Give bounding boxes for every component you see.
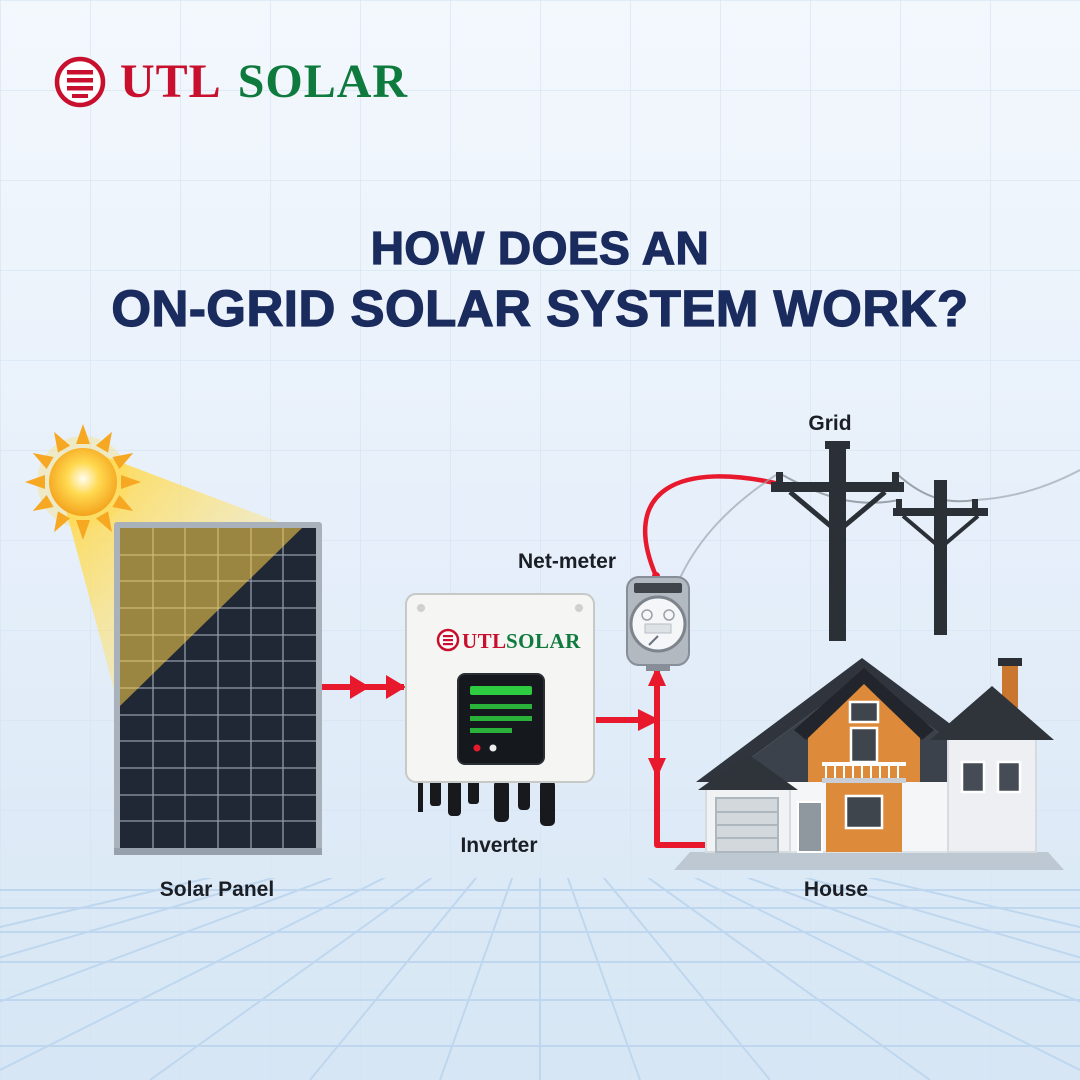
perspective-floor-grid bbox=[0, 878, 1080, 1080]
inverter-connectors bbox=[418, 780, 555, 826]
sun-icon bbox=[25, 424, 141, 540]
page-title: HOW DOES AN ON-GRID SOLAR SYSTEM WORK? bbox=[0, 220, 1080, 340]
grid-poles-illustration bbox=[679, 441, 1080, 641]
brand-logo: UTL SOLAR bbox=[52, 54, 408, 110]
inverter-brand-solar: SOLAR bbox=[506, 629, 581, 653]
flow-lines bbox=[596, 660, 712, 848]
title-line2: ON-GRID SOLAR SYSTEM WORK? bbox=[111, 279, 969, 338]
label-inverter: Inverter bbox=[460, 834, 537, 857]
wire-meter-to-grid bbox=[643, 474, 791, 579]
solar-panel-illustration bbox=[114, 522, 322, 855]
label-house: House bbox=[804, 878, 868, 901]
house-illustration bbox=[674, 658, 1064, 870]
utl-logo-icon bbox=[54, 56, 106, 108]
inverter-illustration: UTL SOLAR bbox=[405, 593, 595, 826]
inverter-brand-utl: UTL bbox=[462, 629, 507, 653]
inverter-logo-icon bbox=[436, 628, 460, 652]
brand-solar-text: SOLAR bbox=[237, 55, 409, 108]
net-meter-illustration bbox=[626, 572, 690, 671]
label-grid: Grid bbox=[808, 412, 851, 435]
label-net-meter: Net-meter bbox=[518, 550, 616, 573]
flow-arrow-up bbox=[648, 666, 666, 686]
brand-utl-text: UTL bbox=[120, 55, 222, 108]
flow-panel-to-inverter bbox=[322, 675, 406, 699]
title-line1: HOW DOES AN bbox=[370, 221, 710, 274]
flow-arrow-down bbox=[648, 758, 666, 778]
label-solar-panel: Solar Panel bbox=[160, 878, 274, 901]
